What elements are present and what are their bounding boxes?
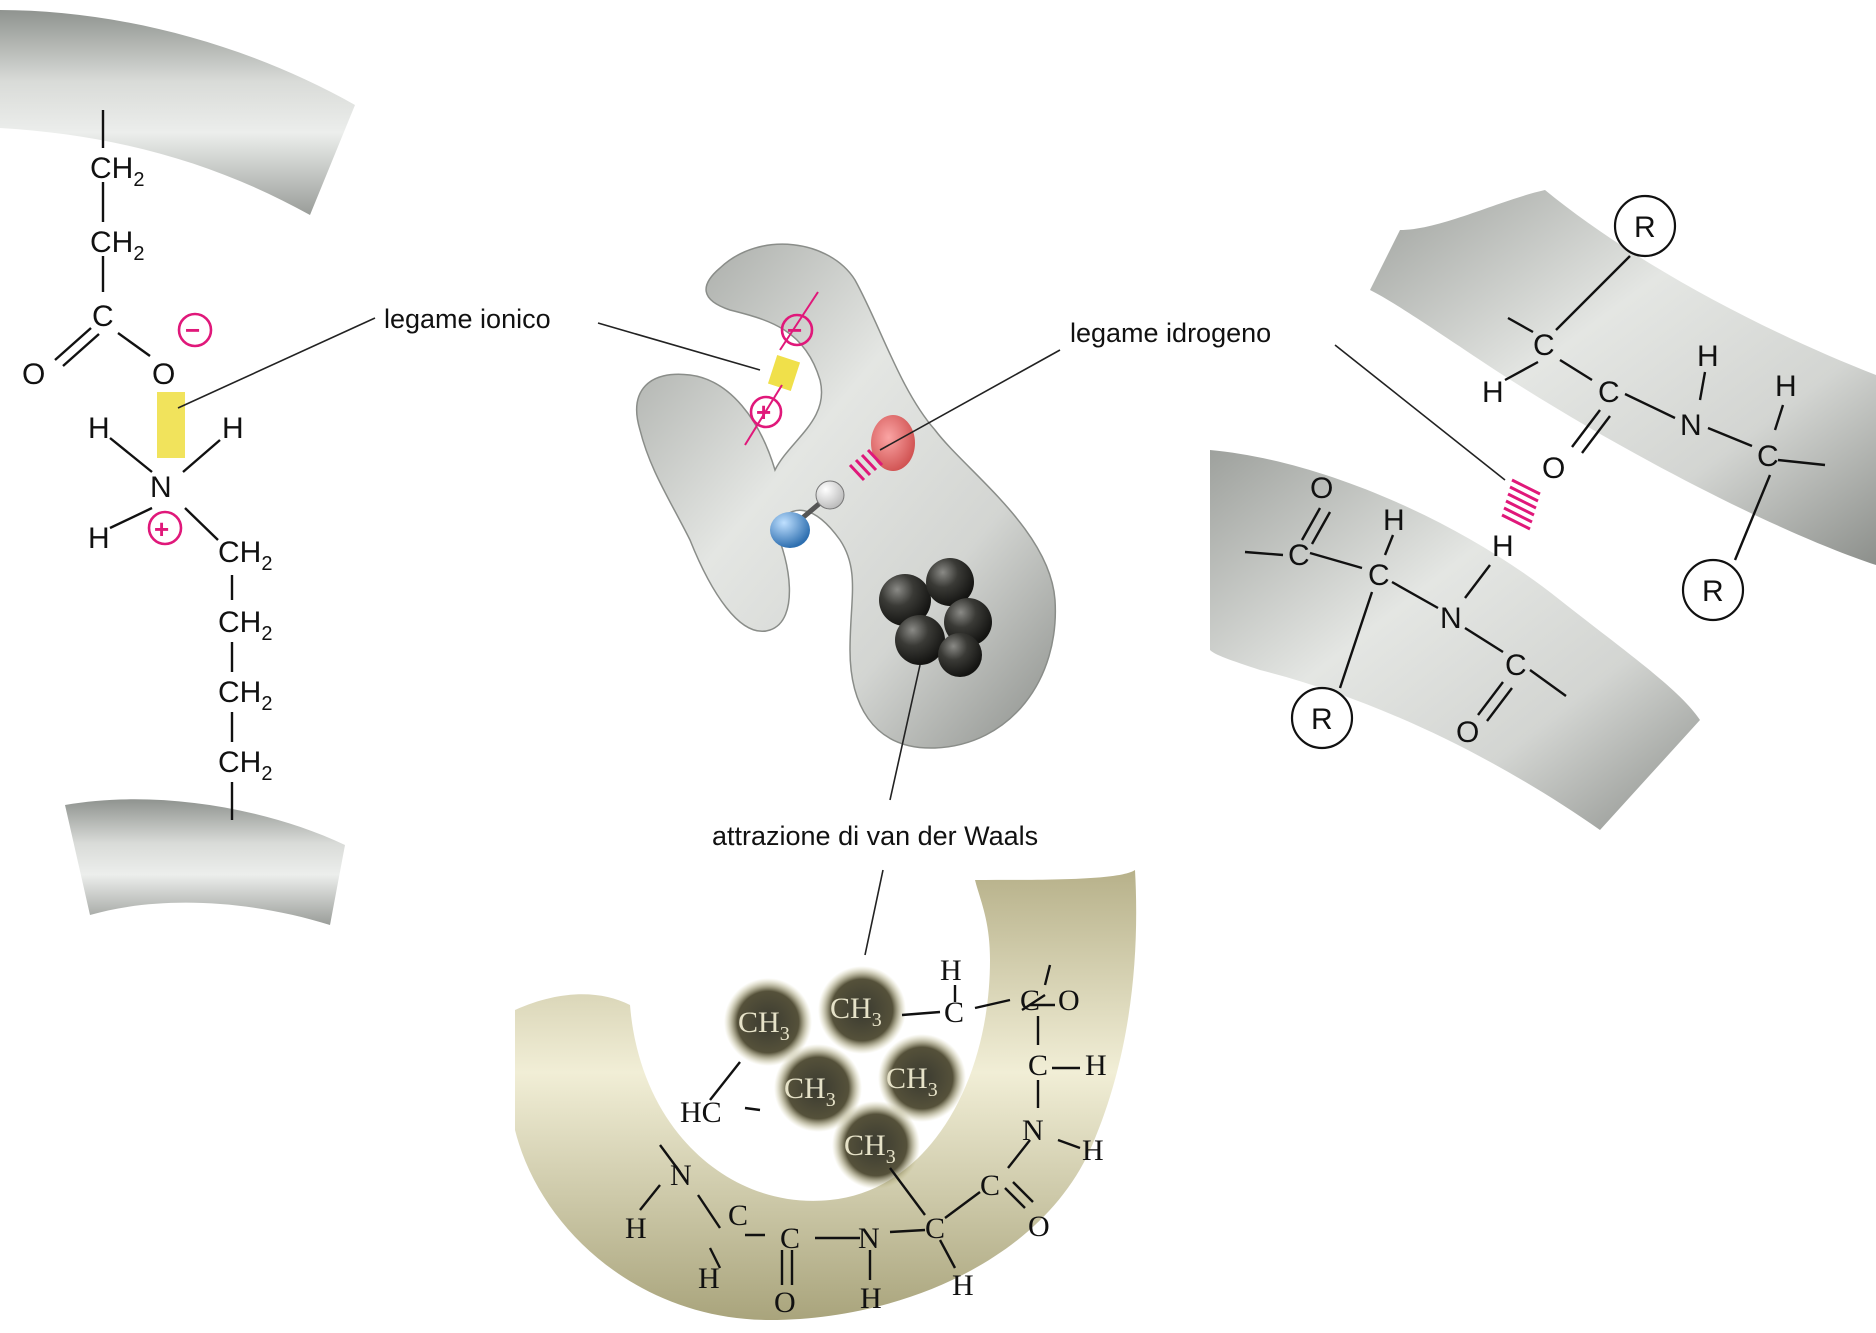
vdw-leader-bottom [865,870,883,955]
ionic-bond-panel: CH2 CH2 C O O − H H N H + CH2 CH2 CH2 CH… [0,10,355,925]
amine-h-bottom: H [88,522,110,555]
r-label-lower: R [1311,703,1333,736]
carbonyl-oxygen: O [22,358,45,391]
center-negative: − [787,315,802,345]
lower-strand-tube [1210,450,1700,830]
vdw-h-nright: H [1082,1134,1104,1167]
vdw-c-bottom: C [780,1222,800,1255]
vdw-o-bottom-left: O [774,1286,796,1319]
vdw-c-right: C [925,1212,945,1245]
vdw-c-left: C [728,1199,748,1232]
ionic-leader-right [598,323,760,370]
lower-n: N [1440,602,1462,635]
amine-h-right: H [222,412,244,445]
r-label-right: R [1702,575,1724,608]
vdw-o-top: O [1058,984,1080,1017]
amine-nitrogen: N [150,471,172,504]
lower-c1: C [1288,539,1310,572]
ch2-bottom-2: CH2 [218,606,272,645]
vdw-h-bottom-mid: H [860,1282,882,1315]
vdw-c-carbonyl: C [1020,984,1040,1017]
label-hydrogen-bond: legame idrogeno [1070,318,1271,348]
upper-c3: C [1757,440,1779,473]
lower-o1: O [1310,472,1333,505]
bottom-backbone-tube [65,799,345,925]
vdw-c-mid: C [1028,1049,1048,1082]
lower-o2: O [1456,716,1479,749]
upper-c1: C [1533,329,1555,362]
positive-charge: + [154,514,169,544]
vdw-h-top: H [940,954,962,987]
lower-h2: H [1492,530,1514,563]
panel-hbond-dashes [1502,480,1540,529]
amine-h-left: H [88,412,110,445]
hydrogen-ball [816,481,844,509]
hydrogen-bond-panel: R C H C O N H C H R O [1210,190,1876,830]
upper-h1: H [1482,376,1504,409]
vdw-o-right: O [1028,1210,1050,1243]
vdw-h-bottom-right: H [952,1269,974,1302]
folded-protein-tube [637,244,1056,748]
vdw-n-bottom: N [858,1222,880,1255]
vdw-h-mid: H [1085,1049,1107,1082]
ch2-bottom-4: CH2 [218,746,272,785]
carboxylate-oxygen: O [152,358,175,391]
center-ionic-bridge [768,355,800,391]
carboxyl-carbon: C [92,300,114,333]
vdw-hc: HC [680,1096,722,1129]
ch2-bottom-3: CH2 [218,676,272,715]
upper-h3: H [1775,370,1797,403]
lower-c2: C [1368,559,1390,592]
top-backbone-tube [0,10,355,215]
negative-charge: − [185,315,200,345]
ionic-leader-left [178,318,375,408]
vdw-n-right: N [1022,1114,1044,1147]
label-vdw: attrazione di van der Waals [712,821,1038,851]
folded-chain-panel: − + [637,244,1056,748]
vdw-n-left: N [670,1159,692,1192]
lower-h1: H [1383,504,1405,537]
vdw-c-top: C [944,996,964,1029]
vdw-c-carbonyl-right: C [980,1169,1000,1202]
vdw-h-nleft: H [625,1212,647,1245]
upper-c2: C [1598,376,1620,409]
vdw-panel: CH3 CH3 CH3 CH3 CH3 [515,870,1136,1320]
ionic-bridge-highlight [157,392,185,458]
ch2-top-1: CH2 [90,152,144,191]
upper-h2: H [1697,340,1719,373]
lower-c3: C [1505,649,1527,682]
label-ionic-bond: legame ionico [384,304,551,334]
upper-o: O [1542,452,1565,485]
nitrogen-ball [770,512,810,548]
ch2-top-2: CH2 [90,226,144,265]
upper-n: N [1680,409,1702,442]
center-positive: + [756,397,771,427]
hydrogen-leader-right [1335,345,1505,480]
r-label-upper: R [1634,211,1656,244]
vdw-h-bottom-left: H [698,1262,720,1295]
ch2-bottom-1: CH2 [218,536,272,575]
